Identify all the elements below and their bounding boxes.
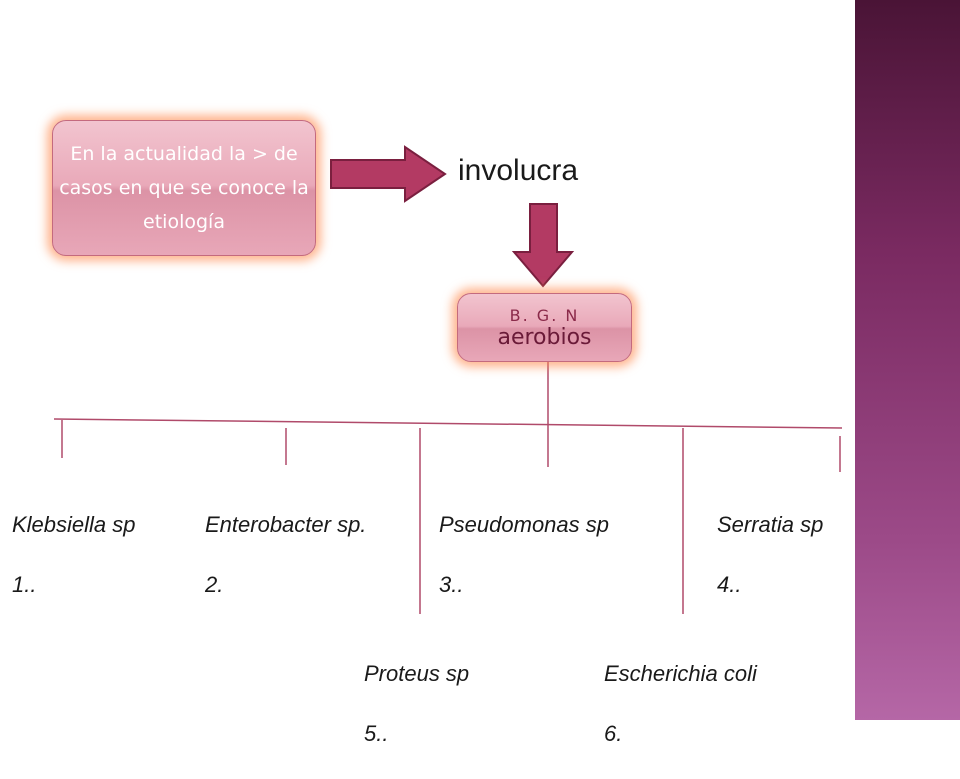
etiology-box: En la actualidad la > de casos en que se…	[52, 120, 316, 256]
organism-klebsiella: Klebsiella sp 1..	[12, 480, 136, 630]
etiology-text: En la actualidad la > de casos en que se…	[59, 143, 309, 233]
organism-name: Proteus sp	[364, 661, 470, 686]
organism-name: Pseudomonas sp	[439, 512, 609, 537]
organism-name: Escherichia coli	[604, 661, 757, 686]
bgn-box: B. G. N aerobios	[457, 293, 632, 362]
decorative-sidebar	[855, 0, 960, 720]
organism-enterobacter: Enterobacter sp. 2.	[205, 480, 366, 630]
organism-number: 1..	[12, 572, 37, 597]
organism-number: 5..	[364, 721, 389, 746]
organism-name: Klebsiella sp	[12, 512, 136, 537]
organism-name: Serratia sp	[717, 512, 824, 537]
organism-serratia: Serratia sp 4..	[717, 480, 823, 630]
right-arrow	[330, 145, 447, 203]
bgn-subtitle: aerobios	[497, 324, 592, 350]
organism-escherichia: Escherichia coli 6.	[604, 629, 757, 779]
connector-bar	[53, 418, 843, 429]
organism-number: 4..	[717, 572, 742, 597]
organism-number: 3..	[439, 572, 464, 597]
organism-number: 2.	[205, 572, 224, 597]
organism-pseudomonas: Pseudomonas sp 3..	[439, 480, 609, 630]
down-arrow	[511, 203, 575, 288]
bgn-title: B. G. N	[509, 305, 580, 325]
involucra-label: involucra	[458, 154, 579, 187]
diagram-connectors	[53, 145, 843, 614]
organism-name: Enterobacter sp.	[205, 512, 367, 537]
organism-proteus: Proteus sp 5..	[364, 629, 469, 779]
organism-number: 6.	[604, 721, 623, 746]
